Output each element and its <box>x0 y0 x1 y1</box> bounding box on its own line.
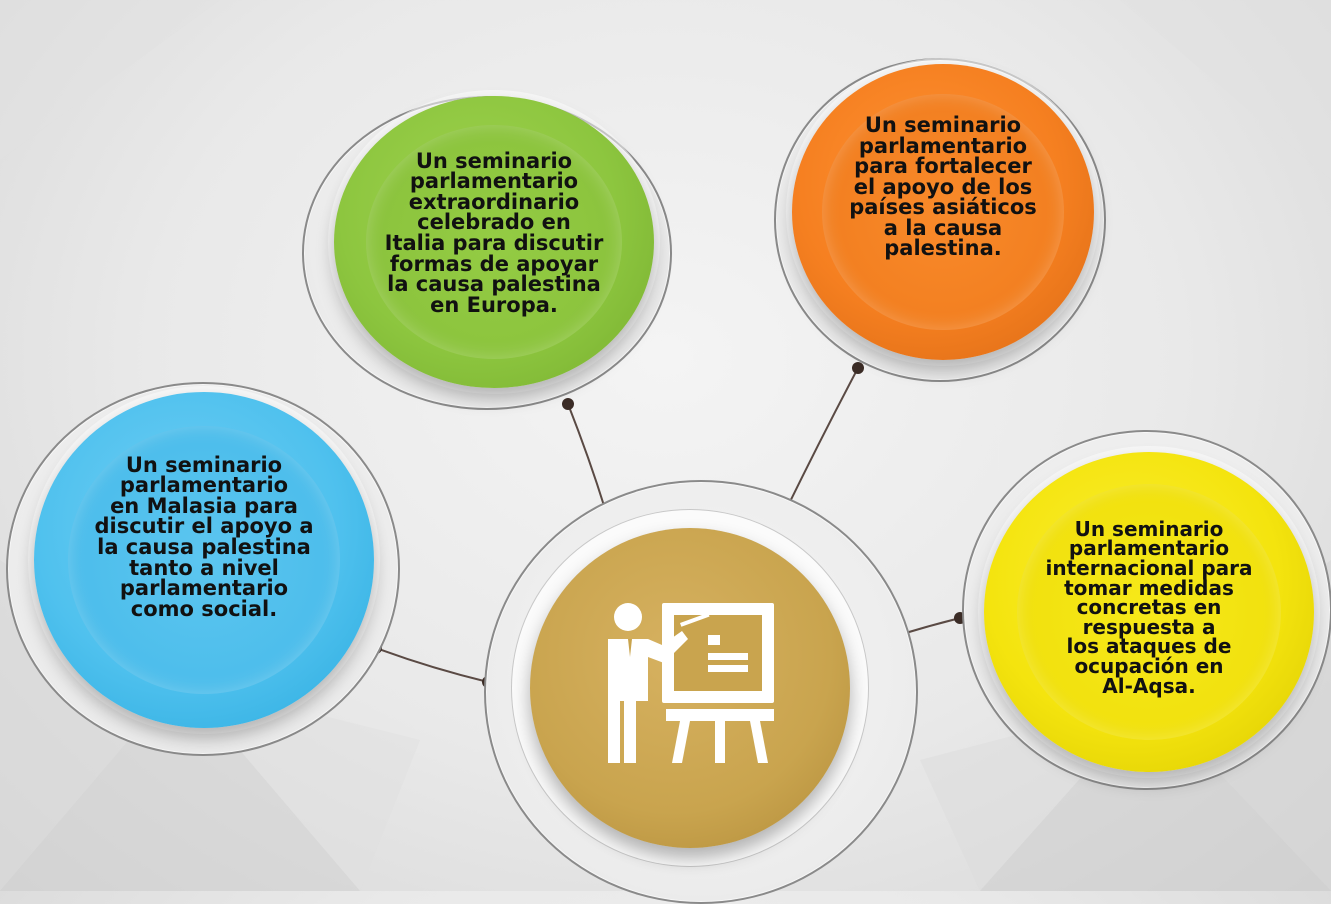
center-node <box>530 528 850 848</box>
blue-node-text: Un seminario parlamentario en Malasia pa… <box>94 452 314 621</box>
green-node: Un seminario parlamentario extraordinari… <box>334 96 654 388</box>
orange-node: Un seminario parlamentario para fortalec… <box>792 64 1094 360</box>
orange-node-text: Un seminario parlamentario para fortalec… <box>849 112 1037 261</box>
yellow-node: Un seminario parlamentario internacional… <box>984 452 1314 772</box>
presenter-at-whiteboard-icon <box>608 603 774 763</box>
blue-node: Un seminario parlamentario en Malasia pa… <box>34 392 374 728</box>
green-node-text: Un seminario parlamentario extraordinari… <box>384 148 604 317</box>
yellow-node-text: Un seminario parlamentario internacional… <box>1045 516 1253 698</box>
